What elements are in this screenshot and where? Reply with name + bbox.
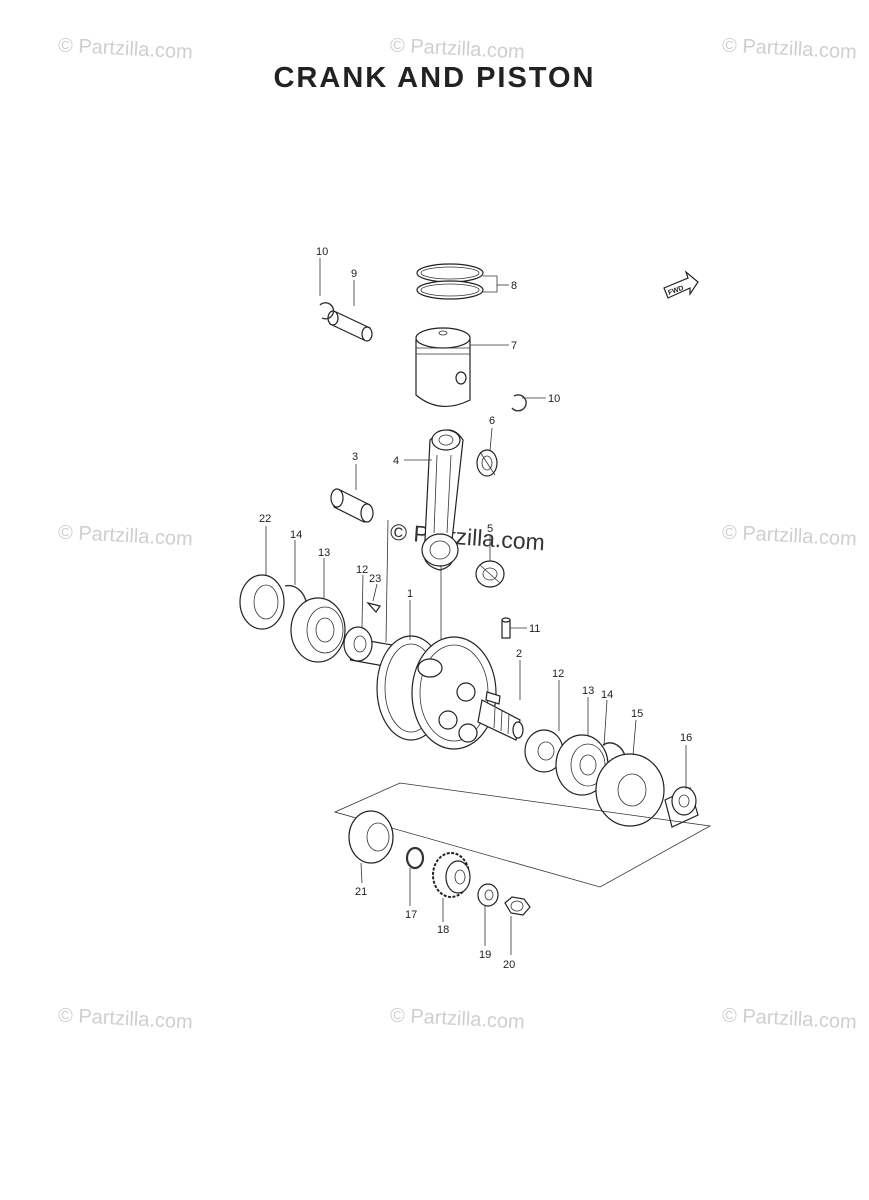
o-ring[interactable] (405, 846, 425, 870)
callout-23: 23 (369, 573, 381, 585)
lock-washer[interactable] (477, 883, 499, 907)
dowel-pin[interactable] (501, 617, 511, 639)
subassembly-frame (333, 782, 712, 888)
callout-1: 1 (407, 588, 413, 600)
circlip-left[interactable] (319, 302, 335, 320)
callout-11: 11 (529, 623, 540, 635)
small-end-bearing[interactable] (476, 449, 498, 477)
callout-14-right: 14 (601, 689, 613, 701)
leader-lines (265, 258, 687, 955)
callout-10-left: 10 (316, 246, 328, 258)
circlip-right[interactable] (511, 394, 527, 412)
callout-16: 16 (680, 732, 692, 744)
page-title: CRANK AND PISTON (273, 62, 596, 94)
callout-12-right: 12 (552, 668, 564, 680)
callout-5: 5 (487, 523, 493, 535)
callout-7: 7 (511, 340, 517, 352)
callout-6: 6 (489, 415, 495, 427)
spacer[interactable] (348, 810, 394, 864)
callout-19: 19 (479, 949, 491, 961)
callout-9: 9 (351, 268, 357, 280)
callout-13-right: 13 (582, 685, 594, 697)
right-oil-seal[interactable] (664, 786, 699, 828)
crank-nut[interactable] (504, 896, 531, 916)
callout-13-left: 13 (318, 547, 330, 559)
woodruff-key[interactable] (485, 691, 501, 705)
callout-20: 20 (503, 959, 515, 971)
left-oil-seal[interactable] (239, 574, 285, 630)
callout-4: 4 (393, 455, 399, 467)
callout-18: 18 (437, 924, 449, 936)
callout-3: 3 (352, 451, 358, 463)
fwd-arrow-icon: FWD (663, 270, 699, 299)
piston-rings[interactable] (416, 263, 484, 300)
callout-15: 15 (631, 708, 643, 720)
callout-14-left: 14 (290, 529, 302, 541)
callout-22: 22 (259, 513, 271, 525)
callout-17: 17 (405, 909, 417, 921)
crank-pin[interactable] (330, 488, 374, 523)
primary-drive-gear[interactable] (432, 852, 471, 898)
big-end-bearing[interactable] (475, 560, 505, 588)
callout-21: 21 (355, 886, 367, 898)
left-shim[interactable] (343, 626, 373, 662)
crankshaft[interactable] (349, 635, 524, 750)
bearing-retainer[interactable] (595, 753, 665, 827)
callout-8: 8 (511, 280, 517, 292)
callout-2: 2 (516, 648, 522, 660)
connecting-rod[interactable] (421, 429, 464, 571)
piston-pin[interactable] (327, 310, 373, 342)
callout-10-right: 10 (548, 393, 560, 405)
small-key[interactable] (366, 601, 381, 613)
left-crank-bearing[interactable] (290, 597, 346, 663)
piston[interactable] (415, 327, 471, 407)
callout-12-left: 12 (356, 564, 368, 576)
